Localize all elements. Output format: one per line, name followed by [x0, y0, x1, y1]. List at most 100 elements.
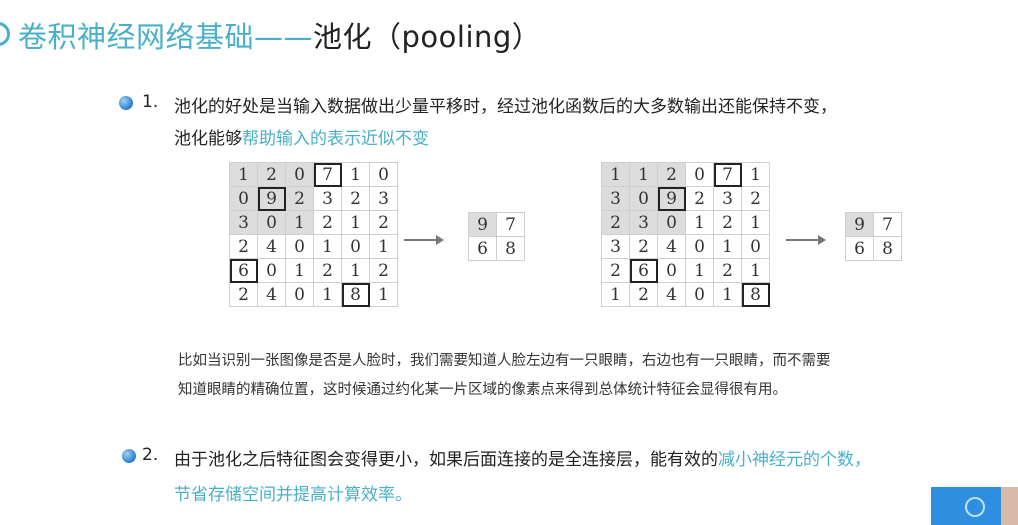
grid-cell: 2: [685, 186, 714, 211]
grid-cell: 0: [685, 282, 714, 307]
grid-cell: 3: [601, 186, 630, 211]
grid-cell: 2: [629, 282, 658, 307]
grid-cell: 1: [685, 258, 714, 283]
grid-cell: 2: [341, 186, 370, 211]
grid-cell: 3: [601, 234, 630, 259]
grid-cell: 0: [629, 186, 658, 211]
grid-cell: 0: [257, 258, 286, 283]
grid-cell: 1: [313, 234, 342, 259]
decorative-ring-icon: [0, 22, 10, 46]
grid-cell: 1: [341, 162, 370, 187]
video-thumbnail: [931, 487, 1001, 525]
grid-cell: 7: [713, 162, 742, 187]
grid-cell: 0: [741, 234, 770, 259]
grid-cell: 2: [741, 186, 770, 211]
grid-cell: 3: [369, 186, 398, 211]
grid-cell: 9: [257, 186, 286, 211]
grid-cell: 6: [229, 258, 258, 283]
point2-number: 2.: [142, 445, 159, 465]
grid-cell: 2: [601, 210, 630, 235]
grid-cell: 6: [468, 236, 497, 261]
grid-cell: 3: [713, 186, 742, 211]
grid-cell: 3: [629, 210, 658, 235]
grid-cell: 0: [229, 186, 258, 211]
grid-cell: 2: [313, 258, 342, 283]
grid-cell: 0: [369, 162, 398, 187]
title-sub: 池化（pooling）: [313, 20, 542, 54]
grid-cell: 1: [285, 258, 314, 283]
grid-cell: 3: [313, 186, 342, 211]
grid-cell: 2: [369, 210, 398, 235]
point1-line1: 池化的好处是当输入数据做出少量平移时，经过池化函数后的大多数输出还能保持不变，: [174, 97, 837, 117]
grid-cell: 1: [341, 210, 370, 235]
grid-cell: 0: [657, 210, 686, 235]
grid-cell: 2: [229, 234, 258, 259]
point2-line1: 由于池化之后特征图会变得更小，如果后面连接的是全连接层，能有效的减小神经元的个数…: [174, 445, 871, 470]
grid-cell: 6: [629, 258, 658, 283]
title-main: 卷积神经网络基础——: [18, 20, 314, 54]
grid-cell: 9: [845, 212, 874, 237]
arrow-right-icon: [404, 235, 444, 245]
grid-cell: 2: [629, 234, 658, 259]
presenter-video: [1001, 487, 1018, 525]
bullet-icon: [119, 96, 133, 110]
point1-line2-highlight: 帮助输入的表示近似不变: [242, 129, 429, 149]
grid-cell: 2: [657, 162, 686, 187]
grid-cell: 6: [845, 236, 874, 261]
grid-cell: 1: [629, 162, 658, 187]
grid-cell: 8: [873, 236, 902, 261]
grid-cell: 4: [657, 282, 686, 307]
point1-line2-prefix: 池化能够: [174, 129, 242, 149]
grid-cell: 1: [741, 258, 770, 283]
grid-cell: 1: [601, 162, 630, 187]
grid-cell: 1: [369, 282, 398, 307]
bullet-icon: [122, 449, 136, 463]
grid-cell: 1: [601, 282, 630, 307]
arrow-right-icon: [786, 235, 826, 245]
grid-cell: 8: [341, 282, 370, 307]
grid-cell: 1: [341, 258, 370, 283]
grid-cell: 1: [285, 210, 314, 235]
grid-cell: 2: [713, 258, 742, 283]
point2-line1-prefix: 由于池化之后特征图会变得更小，如果后面连接的是全连接层，能有效的: [174, 450, 718, 470]
grid-cell: 2: [257, 162, 286, 187]
grid-cell: 0: [657, 258, 686, 283]
grid-cell: 2: [713, 210, 742, 235]
grid-cell: 0: [285, 162, 314, 187]
point1-line2: 池化能够帮助输入的表示近似不变: [174, 124, 429, 149]
grid-cell: 7: [873, 212, 902, 237]
grid-cell: 0: [685, 234, 714, 259]
grid-cell: 2: [229, 282, 258, 307]
grid-cell: 0: [257, 210, 286, 235]
grid-cell: 1: [741, 162, 770, 187]
slide-title: 卷积神经网络基础——池化（pooling）: [18, 14, 541, 56]
grid-cell: 0: [285, 282, 314, 307]
grid-cell: 7: [496, 212, 525, 237]
circle-icon: [965, 497, 985, 517]
grid-cell: 2: [369, 258, 398, 283]
grid-cell: 2: [313, 210, 342, 235]
grid-cell: 4: [657, 234, 686, 259]
grid-cell: 1: [369, 234, 398, 259]
note-line2: 知道眼睛的精确位置，这时候通过约化某一片区域的像素点来得到总体统计特征会显得很有…: [178, 382, 787, 398]
grid-cell: 7: [313, 162, 342, 187]
grid-cell: 2: [601, 258, 630, 283]
grid-cell: 1: [741, 210, 770, 235]
grid-cell: 1: [229, 162, 258, 187]
